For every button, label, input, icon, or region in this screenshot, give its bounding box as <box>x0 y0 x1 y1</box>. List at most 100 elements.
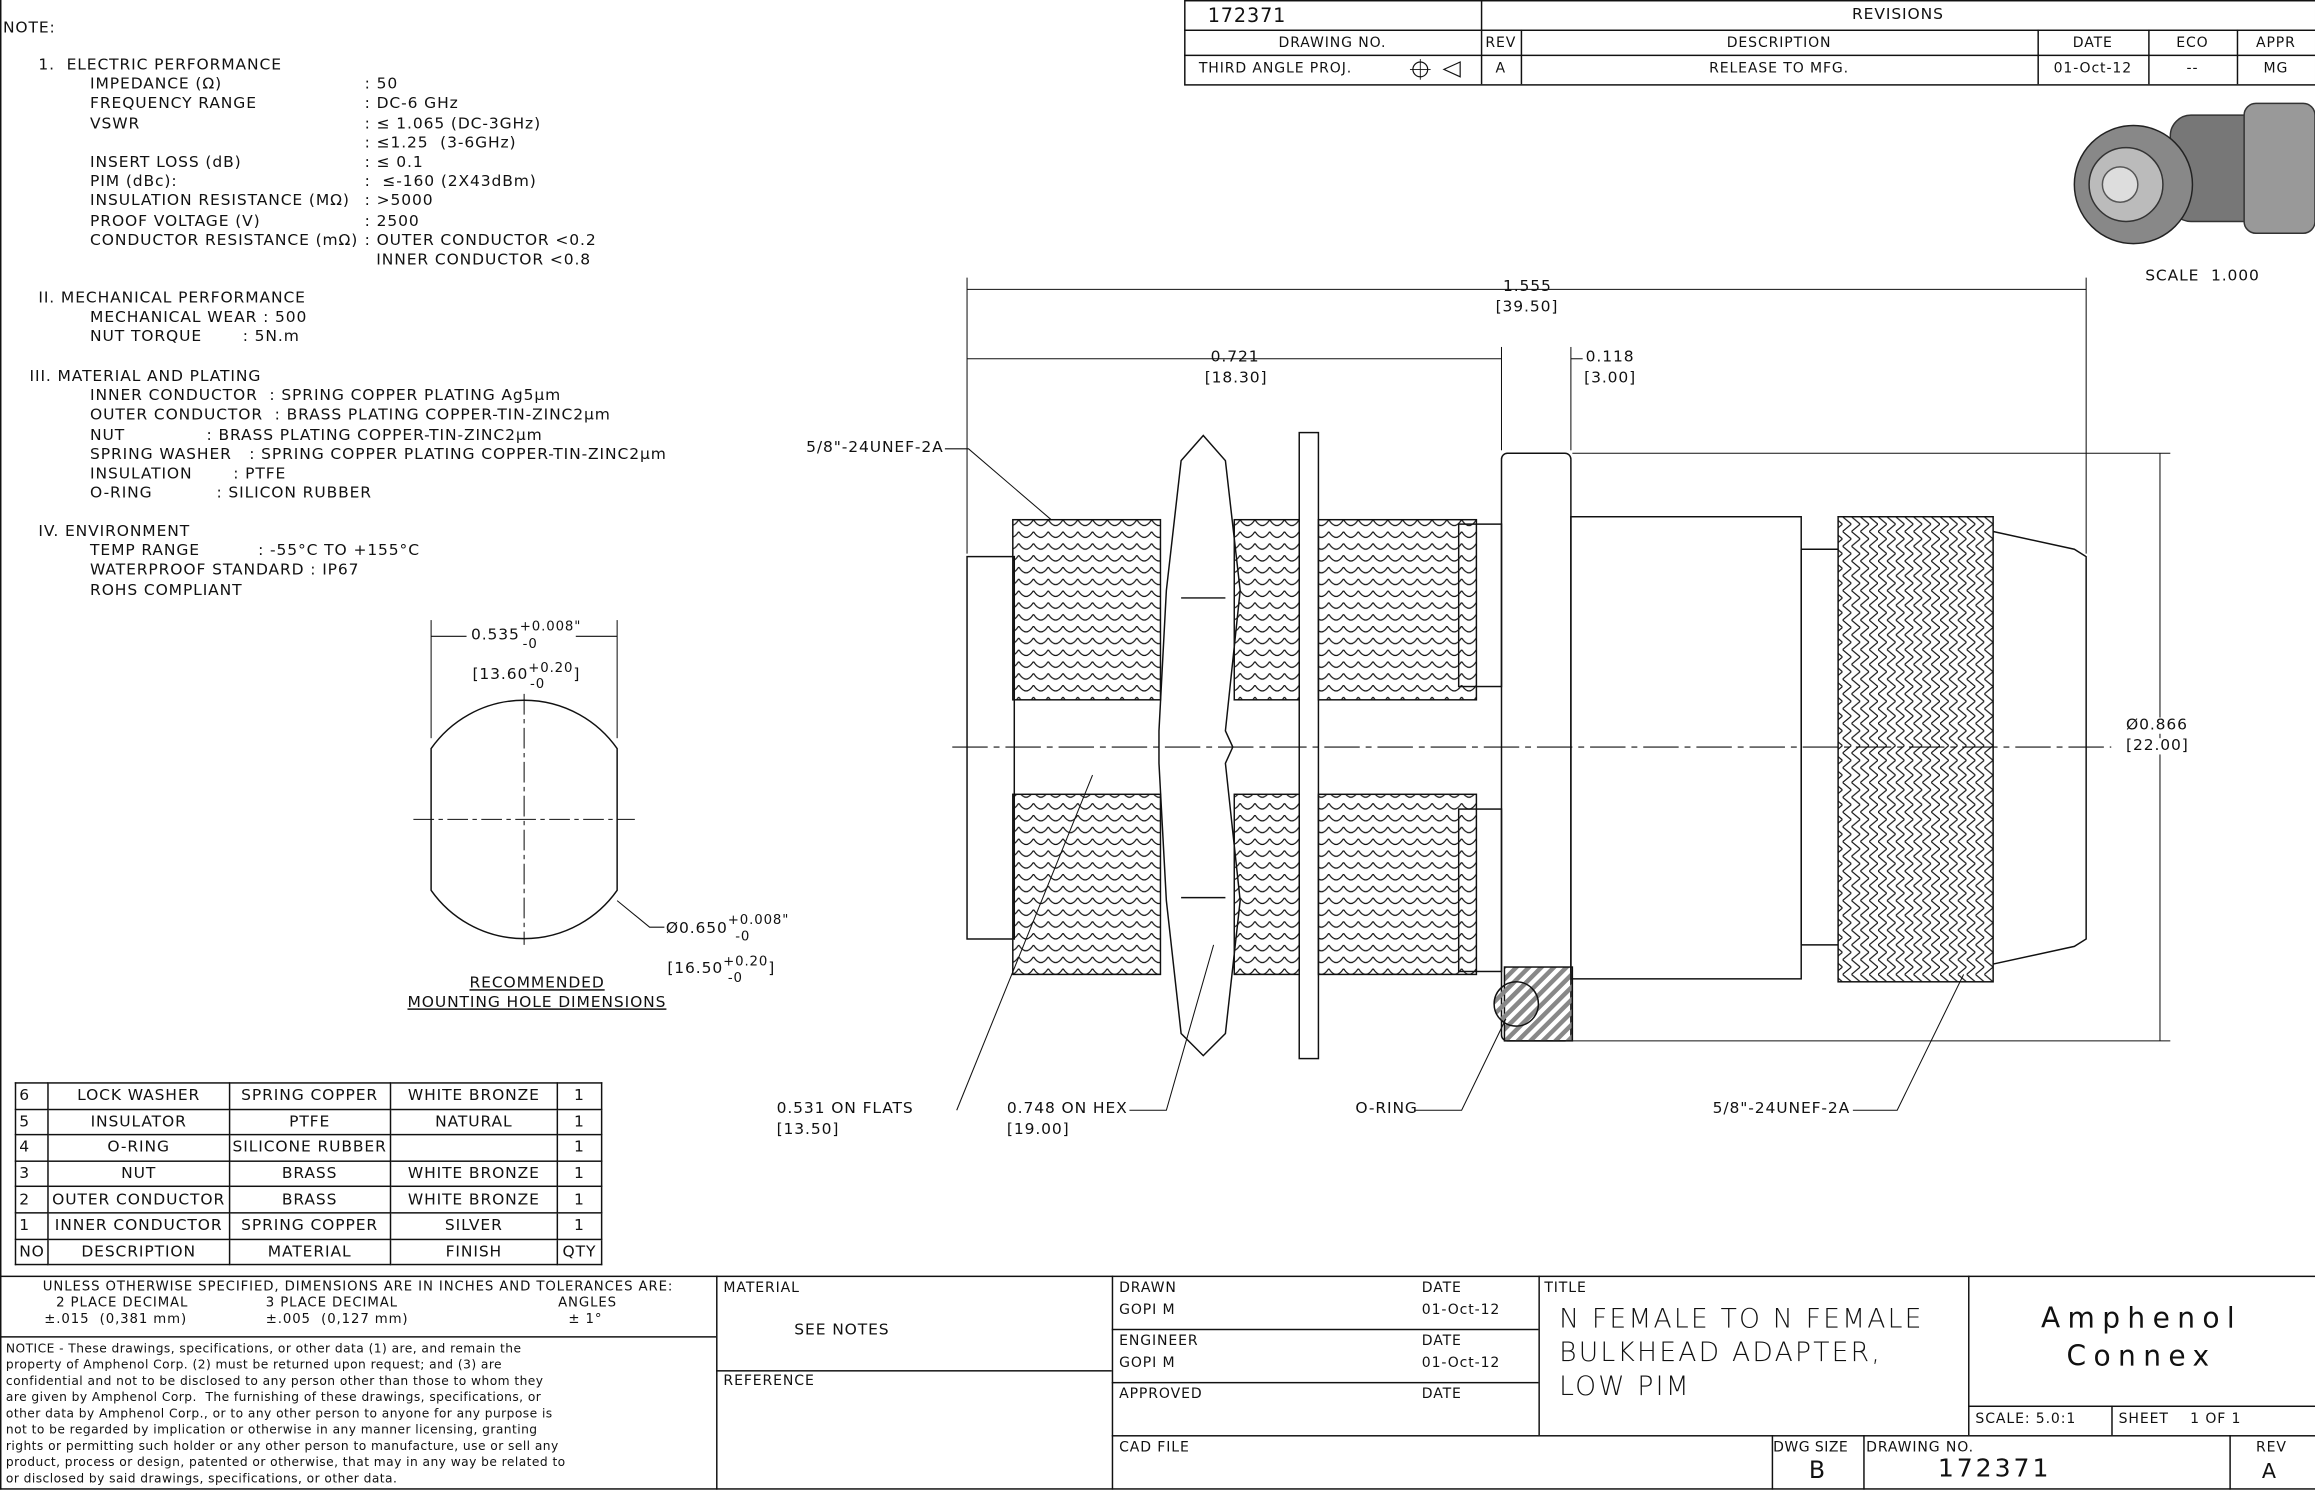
left-thread-top <box>1012 518 1162 701</box>
tol-angle: ± 1° <box>568 1312 603 1328</box>
bom-cell: SILVER <box>389 1212 559 1240</box>
dim-0721-mm: [18.30] <box>1204 369 1268 387</box>
note-label: INSULATION RESISTANCE (MΩ) <box>90 192 350 211</box>
approved-label: APPROVED <box>1119 1386 1203 1403</box>
bom-cell: 1 <box>556 1186 603 1214</box>
bom-cell: SILICONE RUBBER <box>228 1134 392 1162</box>
dim-dia-0866: Ø0.866 <box>2126 716 2188 734</box>
projection-label: THIRD ANGLE PROJ. <box>1198 60 1353 77</box>
bom-cell: INSULATOR <box>47 1108 230 1136</box>
oring-callout: O-RING <box>1355 1099 1418 1118</box>
rev-col-header: DESCRIPTION <box>1726 35 1832 52</box>
bom-cell: 6 <box>14 1082 50 1110</box>
mounting-caption-2: MOUNTING HOLE DIMENSIONS <box>407 993 667 1012</box>
bom-cell: 2 <box>14 1186 50 1214</box>
note-label: INSERT LOSS (dB) <box>90 153 242 172</box>
note-label: CONDUCTOR RESISTANCE (mΩ) <box>90 231 359 250</box>
note-label: ROHS COMPLIANT <box>90 581 243 599</box>
rev-cell: MG <box>2263 60 2289 77</box>
tolerance-header: UNLESS OTHERWISE SPECIFIED, DIMENSIONS A… <box>42 1280 674 1295</box>
dia-mm-minus: -0 <box>727 971 743 987</box>
note-label: MECHANICAL WEAR : 500 <box>90 308 308 327</box>
drawn-label: DRAWN <box>1119 1280 1177 1297</box>
rev-cell: A <box>1495 60 1506 77</box>
note-value: : ≤ 0.1 <box>364 153 424 172</box>
rev-cell: -- <box>2186 60 2199 77</box>
left-tube-outline <box>966 555 1016 940</box>
note-value: : ≤ 1.065 (DC-3GHz) <box>364 114 542 133</box>
note-label: VSWR <box>90 114 141 133</box>
tol-3place: ±.005 (0,127 mm) <box>265 1312 409 1328</box>
sheet: SHEET 1 OF 1 <box>2118 1411 2242 1428</box>
company-name-2: Connex <box>2066 1340 2217 1374</box>
note-label: IMPEDANCE (Ω) <box>90 75 223 94</box>
note-value: : DC-6 GHz <box>364 95 459 113</box>
hex-callout: 0.748 ON HEX <box>1006 1099 1128 1118</box>
notice-text: NOTICE - These drawings, specifications,… <box>5 1340 566 1486</box>
dia-mm: [16.50+0.20] <box>667 955 776 978</box>
company-name: Amphenol <box>2040 1302 2243 1335</box>
flats-mm: [13.60+0.20] <box>472 661 581 684</box>
note-value: : OUTER CONDUCTOR <0.2 <box>364 231 597 250</box>
bom-cell: BRASS <box>228 1186 392 1214</box>
engineer-date-label: DATE <box>1421 1333 1462 1350</box>
bom-cell: 1 <box>556 1108 603 1136</box>
rev-cell: RELEASE TO MFG. <box>1709 60 1850 77</box>
note-label: TEMP RANGE : -55°C TO +155°C <box>90 542 420 560</box>
dim-0118: 0.118 <box>1585 348 1635 367</box>
note-value: INNER CONDUCTOR <0.8 <box>364 250 592 269</box>
flats-dim: 0.535+0.008" <box>470 620 582 644</box>
bom-cell: 1 <box>556 1212 603 1240</box>
drawing-title: N FEMALE TO N FEMALE BULKHEAD ADAPTER, L… <box>1559 1303 1924 1403</box>
bom-header: QTY <box>556 1238 603 1266</box>
rev-col-header: DATE <box>2072 35 2113 52</box>
bom-cell: WHITE BRONZE <box>389 1160 559 1188</box>
note-value: : ≤-160 (2X43dBm) <box>364 173 537 191</box>
note-label: O-RING : SILICON RUBBER <box>90 484 372 503</box>
dia-dim: Ø0.650+0.008" <box>665 913 790 938</box>
bom-cell: LOCK WASHER <box>47 1082 230 1110</box>
note-label: WATERPROOF STANDARD : IP67 <box>90 561 360 580</box>
note-label: OUTER CONDUCTOR : BRASS PLATING COPPER-T… <box>90 406 611 425</box>
tol-2place-label: 2 PLACE DECIMAL <box>56 1296 189 1312</box>
bom-cell: O-RING <box>47 1134 230 1162</box>
dim-overall-mm: [39.50] <box>1495 298 1559 316</box>
notes-section-title: 1. ELECTRIC PERFORMANCE <box>38 56 282 74</box>
rev-col-header: ECO <box>2176 35 2209 52</box>
dwg-size-label: DWG SIZE <box>1773 1439 1849 1456</box>
mounting-hole-outline <box>430 699 618 940</box>
note-label: PIM (dBc): <box>90 173 178 191</box>
projection-symbol <box>1442 61 1461 78</box>
tol-3place-label: 3 PLACE DECIMAL <box>265 1296 398 1312</box>
drawn-date-label: DATE <box>1421 1280 1462 1297</box>
bom-cell: 1 <box>556 1134 603 1162</box>
note-label: SPRING WASHER : SPRING COPPER PLATING CO… <box>90 445 667 464</box>
bom-cell: 1 <box>556 1082 603 1110</box>
bom-header: FINISH <box>389 1238 559 1266</box>
tol-angle-label: ANGLES <box>558 1296 617 1312</box>
tol-2place: ±.015 (0,381 mm) <box>44 1312 188 1328</box>
bom-cell: 1 <box>556 1160 603 1188</box>
dim-overall: 1.555 <box>1502 277 1552 296</box>
mounting-caption: RECOMMENDED <box>469 974 605 993</box>
rev-col-header: REV <box>1485 35 1517 52</box>
right-end <box>1992 530 2087 965</box>
dia-tol-minus: -0 <box>735 930 751 945</box>
flats-tol-minus: -0 <box>522 637 538 653</box>
lock-washer <box>1298 431 1320 1060</box>
rev-label: REV <box>2255 1439 2287 1456</box>
flats-callout-mm: [13.50] <box>776 1120 840 1139</box>
bom-cell: NATURAL <box>389 1108 559 1136</box>
material-label: MATERIAL <box>723 1280 800 1297</box>
material-value: SEE NOTES <box>794 1321 890 1340</box>
bom-cell: SPRING COPPER <box>228 1212 392 1240</box>
engineer-label: ENGINEER <box>1119 1333 1199 1350</box>
